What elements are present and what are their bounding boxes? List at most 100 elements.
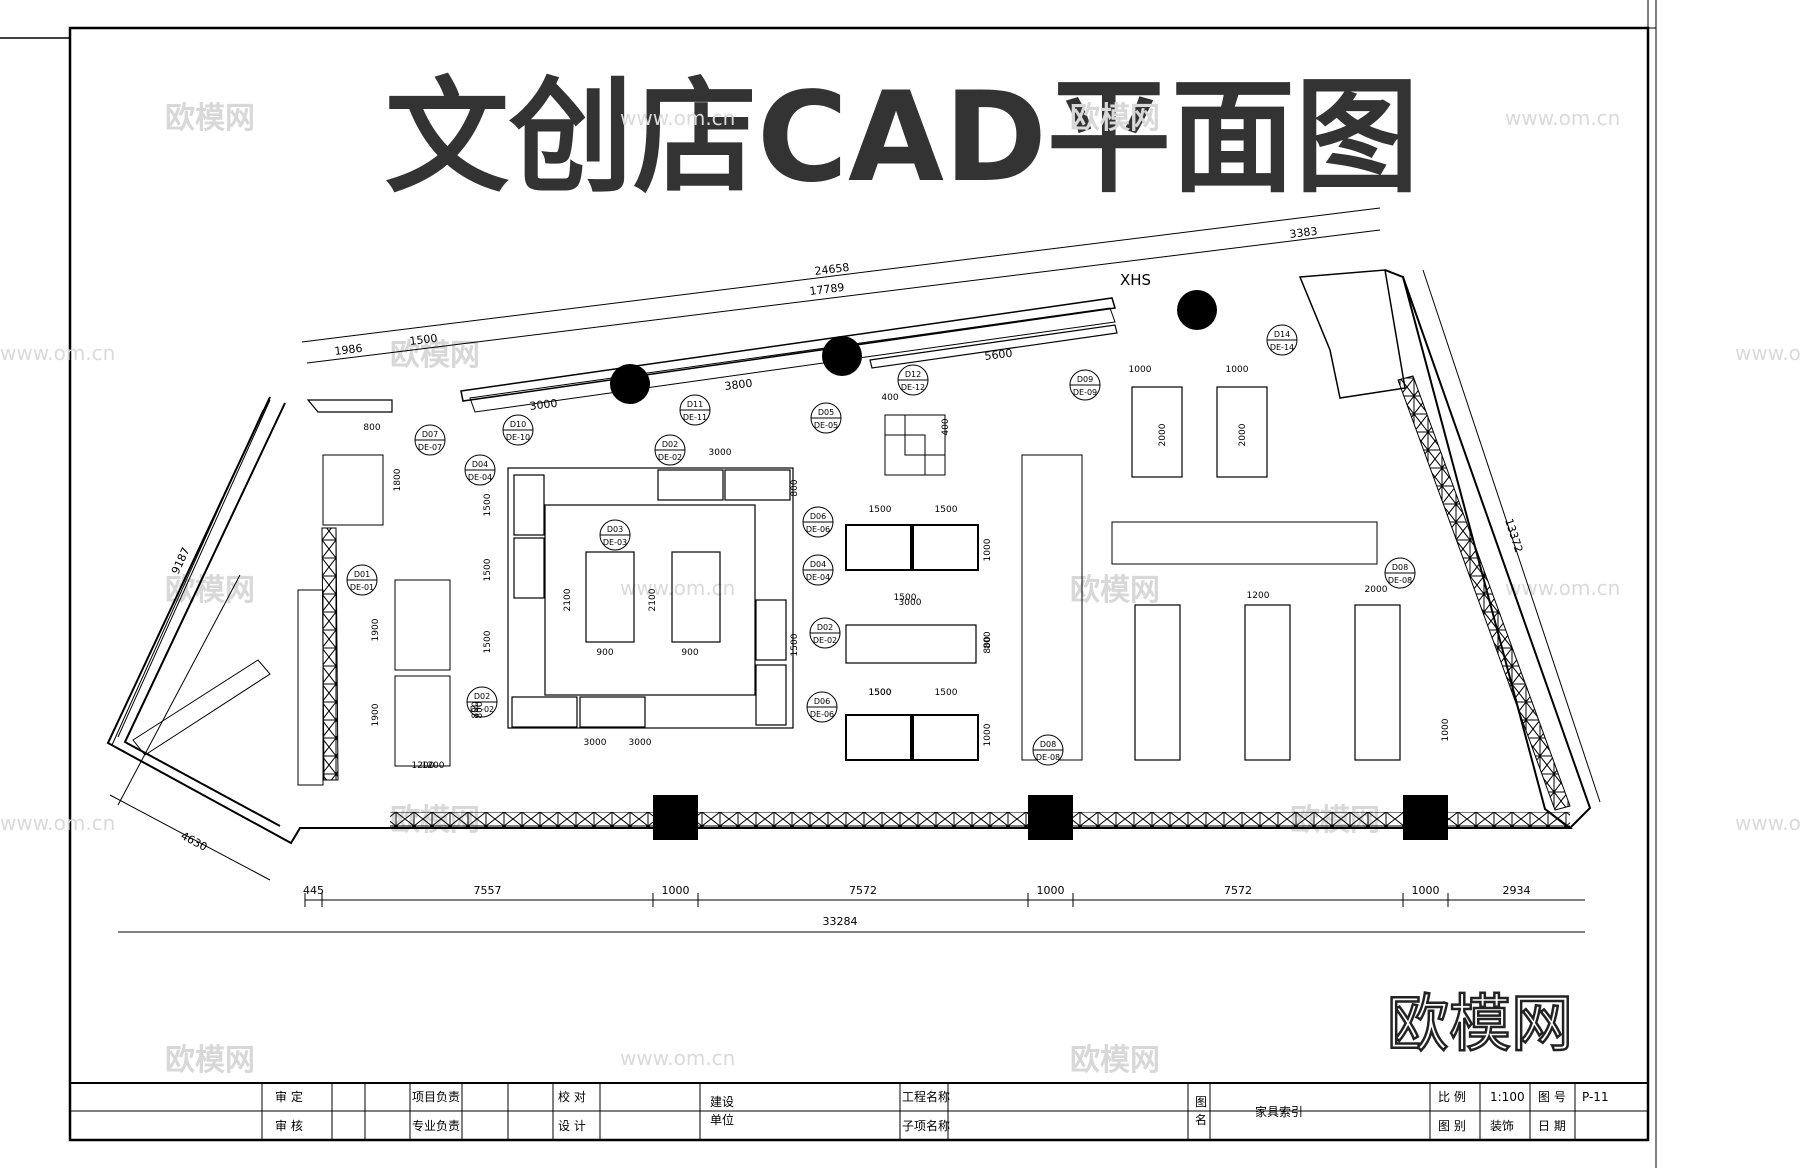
furniture-dimension: 1200 [422,761,445,771]
tb-build-unit-l2: 单位 [710,1112,734,1127]
furniture-dimension: 1500 [894,593,917,603]
furniture-dimension: 900 [681,648,698,658]
furniture-dimension: 1500 [869,505,892,515]
watermark-url: www.om.cn [620,576,735,600]
furniture-dimension: 1000 [983,538,993,561]
tag-ref: DE-14 [1270,343,1294,352]
furniture-dimension: 1500 [935,688,958,698]
tag-code: D06 [810,512,826,521]
tag-code: D06 [814,697,830,706]
tb-drawing-no-label: 图 号 [1538,1090,1566,1104]
dim-bottom-segment: 445 [303,884,324,897]
furniture-dimension: 1500 [483,630,493,653]
furniture-dimension: 2100 [563,588,573,611]
furniture-dimension: 800 [983,631,993,648]
dim-top-right: 3383 [1289,225,1318,241]
wall-shelving [297,454,451,786]
tb-category-value: 装饰 [1490,1119,1514,1133]
dim-bottom-segment: 7572 [849,884,877,897]
tag-ref: DE-09 [1073,388,1097,397]
watermark-url: www.om.cn [1735,341,1800,365]
tb-scale-label: 比 例 [1438,1090,1466,1104]
tb-shenhe: 审 核 [275,1118,303,1133]
tb-project-lead: 项目负责 [412,1090,460,1104]
dim-bottom-segment: 7572 [1224,884,1252,897]
tag-ref: DE-02 [813,636,837,645]
furniture-dimension: 2000 [1238,423,1248,446]
tag-code: D08 [1040,740,1056,749]
furniture-dimension: 800 [475,701,485,718]
dim-wall-3800: 3800 [724,377,753,393]
watermark-url: www.om.cn [620,1046,735,1070]
tag-ref: DE-06 [810,710,834,719]
furniture-dimension: 1500 [483,493,493,516]
furniture-dimension: 1000 [1129,365,1152,375]
tb-build-unit-l1: 建设 [710,1095,734,1109]
dim-top-total: 24658 [814,261,850,278]
furniture-dimension: 400 [941,418,951,435]
brand-watermark-large: 欧模网 [1387,987,1573,1060]
tag-code: D04 [810,560,826,569]
watermark-layer: 欧模网 欧模网 欧模网 欧模网 欧模网 欧模网 欧模网 欧模网 欧模网 [165,101,1380,1078]
tag-code: D12 [905,370,921,379]
tag-code: D04 [472,460,488,469]
dim-top-mid: 17789 [809,281,845,298]
tag-ref: DE-11 [683,413,707,422]
watermark: 欧模网 [1070,1043,1160,1078]
tag-code: D14 [1274,330,1290,339]
tb-subproject-name: 子项名称 [902,1118,950,1133]
tag-ref: DE-03 [603,538,627,547]
dim-wall-3000: 3000 [529,397,558,413]
tag-ref: DE-06 [806,525,830,534]
tag-ref: DE-04 [468,473,492,482]
furniture-dimension: 3000 [629,738,652,748]
tag-code: D05 [818,408,834,417]
furniture-dimension: 1500 [483,558,493,581]
furniture-dimension: 2000 [1158,423,1168,446]
tb-date-label: 日 期 [1538,1119,1566,1133]
tag-ref: DE-07 [418,443,442,452]
truss-left [111,399,339,781]
furniture-dimension: 3000 [709,448,732,458]
drawing-title: 文创店CAD平面图 [385,66,1419,210]
tag-code: D09 [1077,375,1093,384]
tag-ref: DE-12 [901,383,925,392]
watermark-url: www.om.cn [1735,811,1800,835]
furniture-dimension: 1200 [412,761,435,771]
tag-ref: DE-02 [658,453,682,462]
dimension-lines [109,207,1601,933]
structural-columns [610,290,1448,840]
watermark: 欧模网 [1070,101,1160,136]
furniture-dimension: 800 [471,701,481,718]
watermark: 欧模网 [165,1043,255,1078]
watermark: 欧模网 [1070,573,1160,608]
tag-ref: DE-08 [1388,576,1412,585]
tag-ref: DE-10 [506,433,530,442]
watermark: 欧模网 [165,101,255,136]
title-block-text: 审 定 项目负责 校 对 工程名称 比 例 1:100 图 号 P-11 审 核… [275,1089,1609,1133]
tag-ref: DE-08 [1036,753,1060,762]
dim-bottom-segment: 1000 [1037,884,1065,897]
watermark-url: www.om.cn [1505,576,1620,600]
dim-wall-5600: 5600 [984,347,1013,363]
truss-right [1397,375,1571,811]
furniture-dimension: 1200 [1247,591,1270,601]
tb-figname-l2: 名 [1195,1112,1207,1127]
tb-project-name: 工程名称 [902,1089,950,1104]
